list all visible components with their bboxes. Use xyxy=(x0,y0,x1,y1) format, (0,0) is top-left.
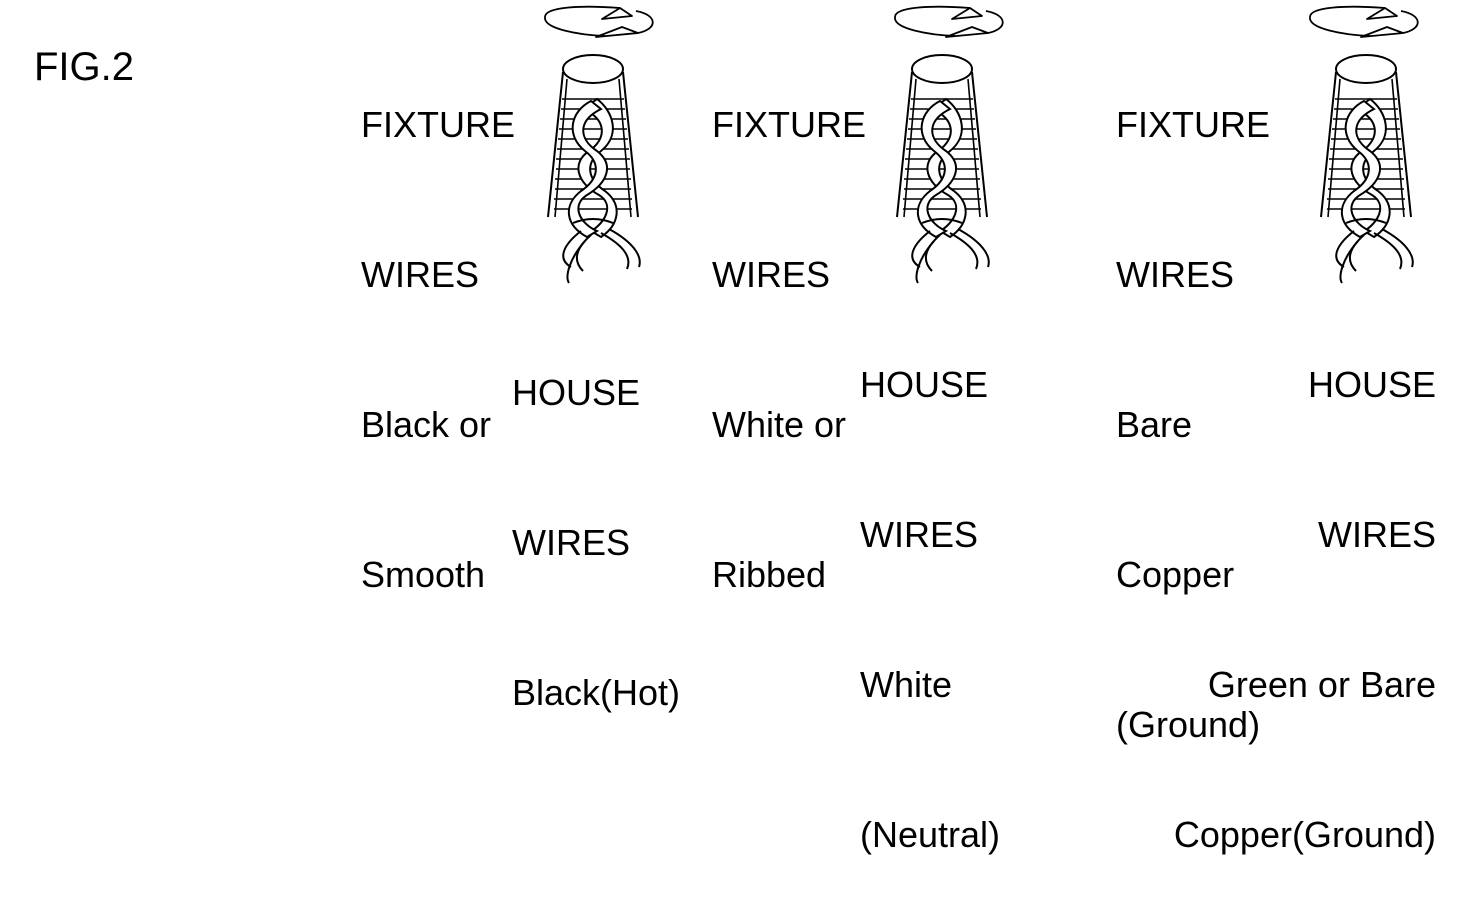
fixture-texture: Ribbed xyxy=(712,554,827,595)
rotation-arrow-icon xyxy=(1309,5,1419,38)
house-heading: HOUSE xyxy=(512,372,641,413)
house-heading: HOUSE xyxy=(1307,364,1436,405)
fixture-subheading: WIRES xyxy=(712,254,831,295)
house-color: Black(Hot) xyxy=(512,672,681,713)
fixture-heading: FIXTURE xyxy=(712,104,867,145)
rotation-arrow-icon xyxy=(894,5,1004,38)
house-heading: HOUSE xyxy=(860,364,989,405)
fixture-subheading: WIRES xyxy=(1116,254,1235,295)
wire-nut-icon xyxy=(896,54,990,284)
house-role: Copper(Ground) xyxy=(1173,814,1436,855)
fixture-color: Black or xyxy=(361,404,492,445)
figure-label: FIG.2 xyxy=(34,45,135,89)
wire-nut-icon xyxy=(547,54,641,284)
fixture-subheading: WIRES xyxy=(361,254,480,295)
rotation-arrow-icon xyxy=(544,5,654,38)
house-color: White xyxy=(860,664,953,705)
house-color: Green or Bare xyxy=(1207,664,1436,705)
house-subheading: WIRES xyxy=(860,514,979,555)
diagram-artwork xyxy=(544,5,1419,284)
fixture-color: Bare xyxy=(1116,404,1193,445)
house-subheading: WIRES xyxy=(512,522,631,563)
fixture-heading: FIXTURE xyxy=(1116,104,1271,145)
wire-nut-icon xyxy=(1320,54,1414,284)
house-subheading: WIRES xyxy=(1317,514,1436,555)
house-role: (Neutral) xyxy=(860,814,1001,855)
fixture-color: White or xyxy=(712,404,847,445)
fixture-texture: Smooth xyxy=(361,554,486,595)
fixture-heading: FIXTURE xyxy=(361,104,516,145)
